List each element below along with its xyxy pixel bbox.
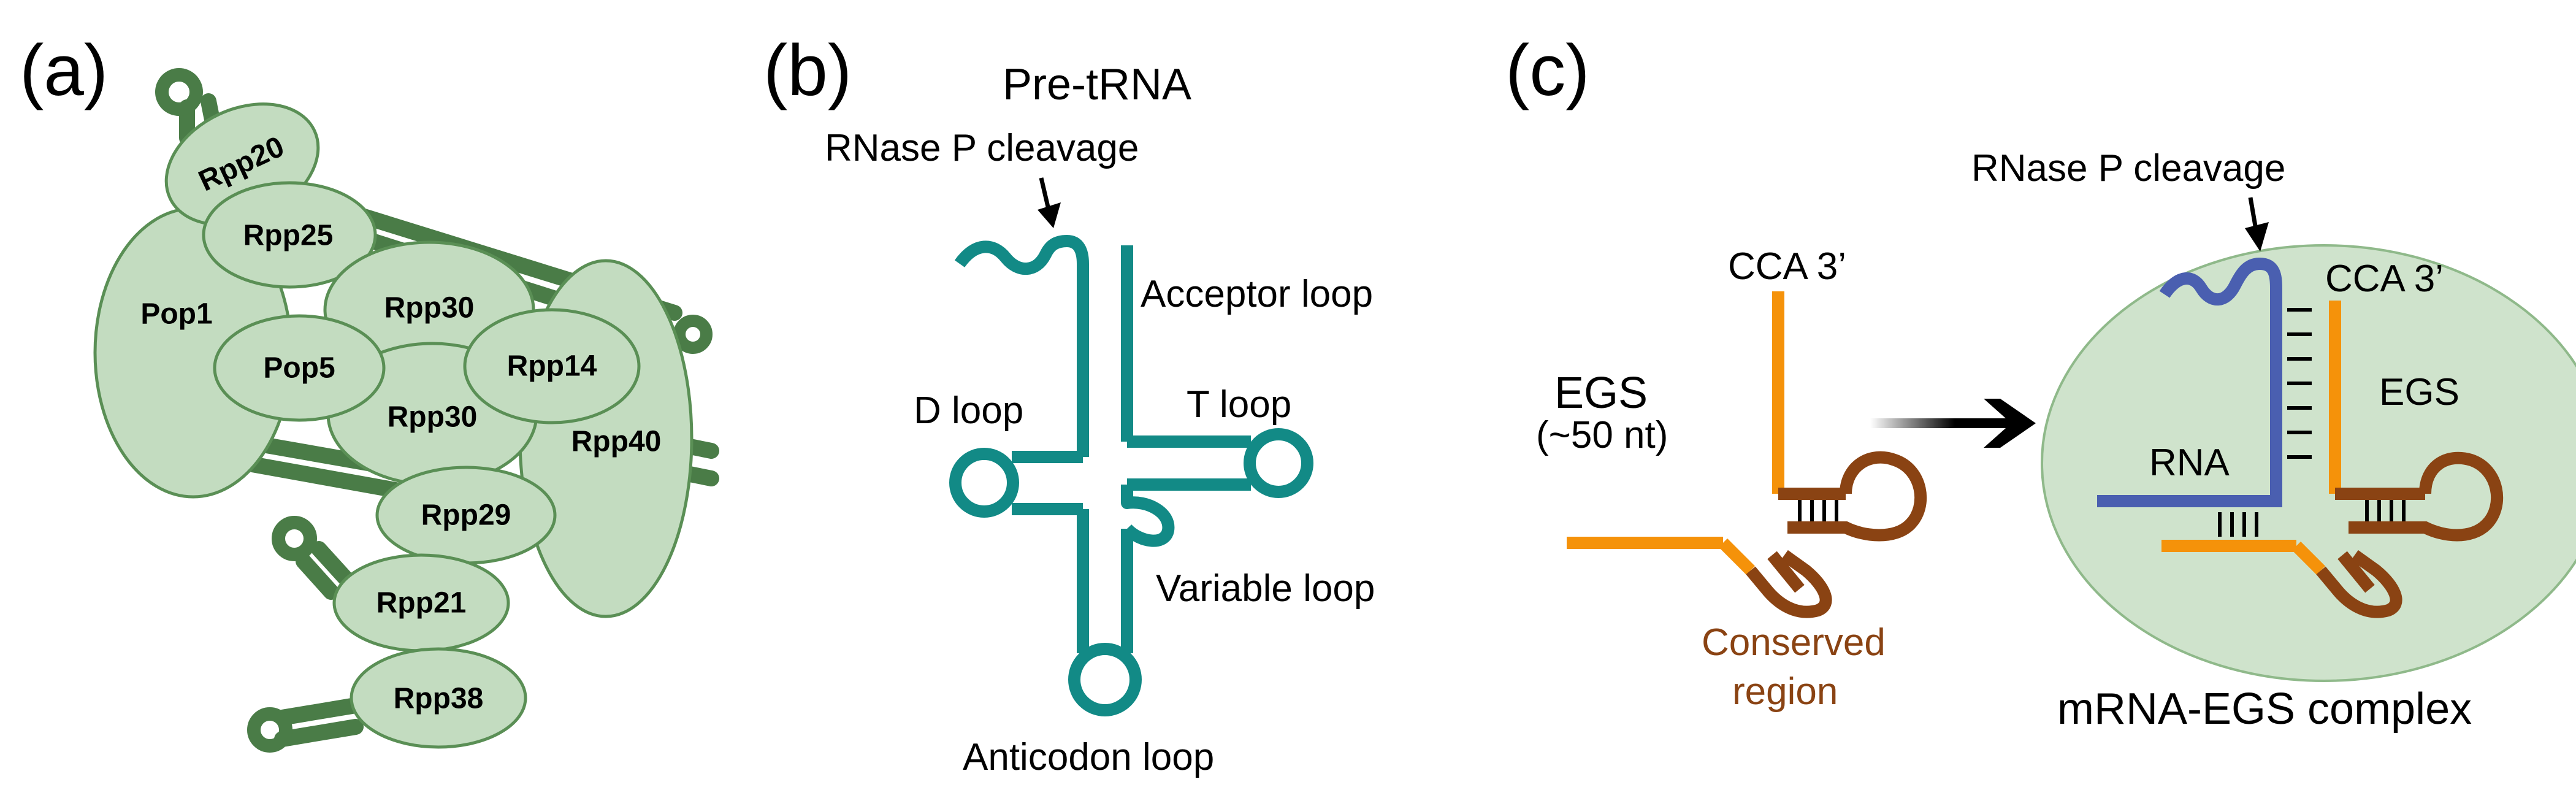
label-rpp21: Rpp21 (376, 587, 467, 620)
egs-right-label: EGS (2379, 371, 2459, 413)
mrna-egs-complex: RNase P cleavage (1971, 147, 2576, 682)
d-loop-label: D loop (914, 389, 1023, 432)
label-pop1: Pop1 (140, 298, 212, 331)
trna-cloverleaf (949, 235, 1313, 716)
panel-a: (a) (20, 30, 719, 753)
panel-a-label: (a) (20, 30, 108, 111)
t-loop-label: T loop (1187, 383, 1291, 426)
label-rpp25: Rpp25 (243, 220, 334, 252)
protein-subunits (93, 102, 694, 749)
panel-c: (c) CCA 3’ EGS (~50 nt) Cons (1505, 30, 2576, 734)
transition-arrow (1870, 399, 2036, 448)
egs-title: EGS (1554, 369, 1648, 418)
rna-label: RNA (2149, 442, 2230, 484)
panel-b-label: (b) (763, 30, 852, 111)
label-rpp29: Rpp29 (421, 499, 511, 532)
mrna-egs-complex-label: mRNA-EGS complex (2057, 685, 2472, 734)
panel-b: (b) Pre-tRNA RNase P cleavage (763, 30, 1375, 778)
cleavage-arrow-b (1038, 177, 1061, 228)
pre-trna-title: Pre-tRNA (1003, 60, 1191, 109)
label-rpp30-bottom: Rpp30 (388, 401, 478, 434)
conserved-region-label-line2: region (1732, 670, 1838, 713)
protein-rpp38 (350, 647, 527, 749)
cca-3prime-right-label: CCA 3’ (2325, 258, 2444, 300)
label-rpp40: Rpp40 (571, 426, 662, 458)
egs-base-pairs (1798, 500, 1838, 521)
label-rpp38: Rpp38 (394, 683, 484, 715)
protein-rpp14 (463, 308, 641, 424)
protein-rpp25 (202, 181, 377, 289)
free-egs: CCA 3’ EGS (~50 nt) Conserved region (1536, 245, 1927, 713)
label-rpp14: Rpp14 (507, 350, 597, 383)
complex-base-pairs (2218, 308, 2406, 537)
cca-3prime-left-label: CCA 3’ (1728, 245, 1846, 288)
panel-c-label: (c) (1505, 30, 1590, 111)
variable-loop-label: Variable loop (1156, 567, 1375, 610)
egs-size-label: (~50 nt) (1536, 414, 1668, 456)
protein-pop5 (213, 314, 386, 422)
anticodon-loop-label: Anticodon loop (963, 736, 1214, 778)
cleavage-arrow-c (2245, 197, 2269, 251)
rnase-p-cleavage-label-c: RNase P cleavage (1971, 147, 2285, 190)
label-rpp30-top: Rpp30 (384, 292, 475, 324)
label-pop5: Pop5 (263, 352, 335, 385)
acceptor-loop-label: Acceptor loop (1141, 273, 1373, 315)
conserved-region-label-line1: Conserved (1702, 621, 1886, 664)
rnase-p-cleavage-label: RNase P cleavage (825, 127, 1139, 169)
